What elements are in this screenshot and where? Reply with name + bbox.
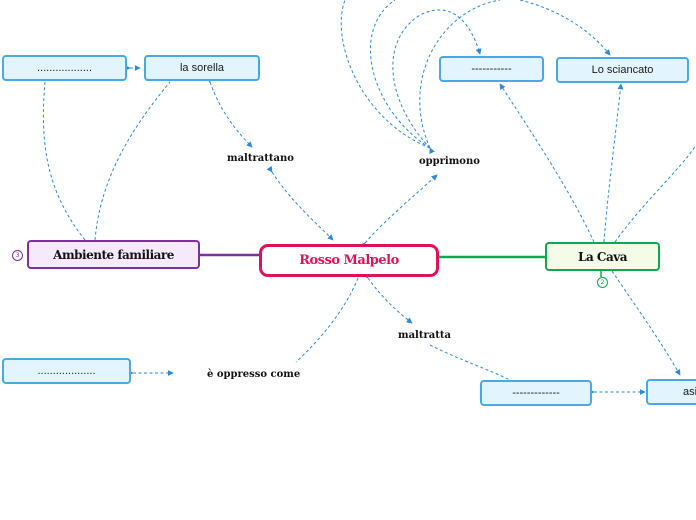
placeholder-node-top-left[interactable]: .................. bbox=[2, 55, 127, 81]
relation-label-maltratta[interactable]: maltratta bbox=[398, 330, 451, 341]
link-loop-1 bbox=[340, 0, 431, 149]
link-cava-to-sciancato bbox=[600, 83, 624, 248]
la-sorella-node[interactable]: la sorella bbox=[144, 55, 260, 81]
link-central-to-maltratta bbox=[362, 271, 413, 324]
collapse-badge-right[interactable]: 2 bbox=[597, 277, 608, 288]
link-cava-to-offscreen bbox=[609, 144, 696, 249]
link-cava-to-blank bbox=[499, 83, 599, 249]
link-maltratta-to-blank bbox=[429, 344, 511, 381]
central-topic-label: Rosso Malpelo bbox=[299, 253, 399, 268]
link-top-to-sciancato bbox=[519, 0, 611, 56]
central-topic-node[interactable]: Rosso Malpelo bbox=[259, 244, 439, 277]
lo-sciancato-node[interactable]: Lo sciancato bbox=[556, 57, 689, 83]
placeholder-node-bottom-left-label: ................... bbox=[37, 365, 96, 377]
collapse-badge-right-count: 2 bbox=[600, 279, 605, 286]
placeholder-node-top-left-label: .................. bbox=[36, 62, 92, 74]
la-cava-node[interactable]: La Cava bbox=[545, 242, 660, 271]
relation-label-maltrattano[interactable]: maltrattano bbox=[227, 153, 294, 164]
link-central-to-opprimono bbox=[359, 174, 438, 249]
lo-sciancato-label: Lo sciancato bbox=[591, 64, 654, 76]
link-central-to-oppresso bbox=[295, 277, 359, 363]
collapse-badge-left[interactable]: 3 bbox=[12, 250, 23, 261]
placeholder-node-bottom-left[interactable]: ................... bbox=[2, 358, 131, 384]
ambiente-familiare-label: Ambiente familiare bbox=[53, 247, 174, 262]
placeholder-node-top-center[interactable]: ----------- bbox=[439, 56, 544, 82]
la-cava-label: La Cava bbox=[578, 249, 627, 264]
link-loop-4 bbox=[419, 0, 501, 155]
link-sorella-to-maltrattano bbox=[205, 76, 253, 148]
placeholder-node-top-center-label: ----------- bbox=[471, 63, 512, 75]
relation-label-opprimono[interactable]: opprimono bbox=[419, 156, 480, 167]
link-ambiente-to-blank bbox=[42, 81, 86, 241]
link-maltrattano-to-central bbox=[266, 165, 334, 241]
la-sorella-label: la sorella bbox=[179, 62, 225, 74]
cut-off-node-right-label: asi bbox=[683, 386, 696, 398]
link-loop-2 bbox=[370, 0, 431, 149]
placeholder-node-bottom-right[interactable]: ------------- bbox=[480, 380, 592, 406]
link-ambiente-to-sorella bbox=[94, 81, 171, 241]
ambiente-familiare-node[interactable]: Ambiente familiare bbox=[27, 240, 200, 269]
placeholder-node-bottom-right-label: ------------- bbox=[512, 387, 560, 399]
relation-label-oppresso-come[interactable]: è oppresso come bbox=[207, 369, 301, 380]
cut-off-node-right[interactable]: asi bbox=[646, 379, 696, 405]
collapse-badge-left-count: 3 bbox=[15, 252, 20, 259]
link-cava-to-right-cut bbox=[606, 264, 681, 376]
